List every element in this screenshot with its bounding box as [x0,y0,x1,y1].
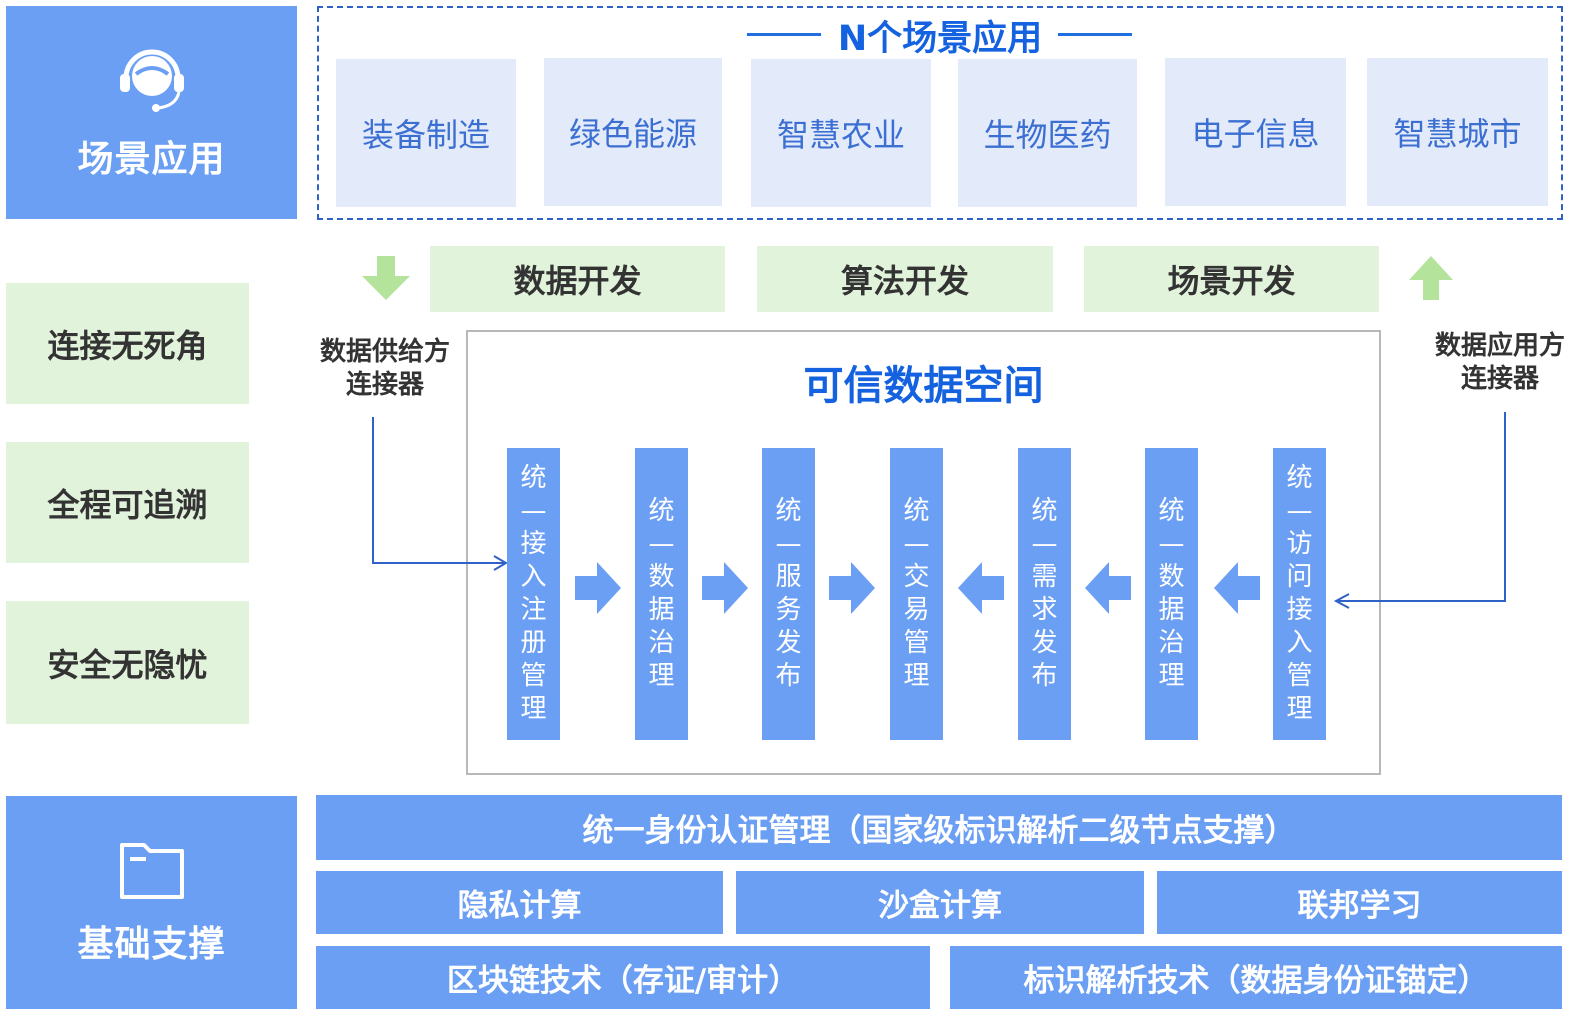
pillar-char: — [1031,529,1058,559]
pillar-char: — [903,529,930,559]
pillar-char: 册 [520,628,547,658]
pillar-char: 数 [1158,562,1185,592]
pillar-char: 发 [775,628,802,658]
base-support-panel: 基础支撑 [6,796,297,1009]
pillar-char: — [648,529,675,559]
trusted-space-title: 可信数据空间 [803,363,1044,409]
consumer-connector-label: 数据应用方 连接器 [1434,331,1565,394]
arrow-left-icon [958,562,1004,614]
pillar-char: 理 [1158,661,1185,691]
pillar-char: 注 [520,595,547,625]
scene-card: 绿色能源 [544,58,722,206]
headset-icon [119,49,184,112]
feature-tag: 全程可追溯 [6,442,249,563]
arrow-right-icon [829,562,875,614]
scene-application-panel: 场景应用 [6,6,297,219]
arrow-right-icon [702,562,748,614]
pillar-char: 理 [648,661,675,691]
pillar-char: 统 [648,496,675,526]
pillar-char: 理 [1286,694,1313,724]
federated-bar: 联邦学习 [1157,871,1562,934]
pillar-char: 管 [903,628,930,658]
pillar-char: 治 [648,628,675,658]
dev-tag-scene: 场景开发 [1084,246,1379,312]
pillar-char: — [520,496,547,526]
feature-tag: 连接无死角 [6,283,249,404]
pillar: 统—交易管理 [890,448,943,740]
pillar-char: 发 [1031,628,1058,658]
pillar-char: 入 [520,562,547,592]
title-line-right [1058,33,1132,36]
scenario-container [317,6,1563,220]
pillar-char: 务 [775,595,802,625]
blockchain-bar: 区块链技术（存证/审计） [316,946,930,1009]
provider-connector-label: 数据供给方 连接器 [319,337,450,400]
pillar: 统—需求发布 [1018,448,1071,740]
arrow-right-icon [575,562,621,614]
down-arrow-icon [362,256,410,300]
pillar-char: 交 [903,562,930,592]
feature-tag: 安全无隐忧 [6,601,249,724]
sandbox-bar: 沙盒计算 [736,871,1144,934]
up-arrow-icon [1409,256,1453,300]
pillar-char: — [775,529,802,559]
privacy-bar: 隐私计算 [316,871,723,934]
pillar-char: 求 [1031,595,1058,625]
folder-icon [119,842,184,899]
scene-card: 电子信息 [1165,58,1346,206]
pillar-char: 理 [903,661,930,691]
pillar-char: 统 [775,496,802,526]
pillar-char: 统 [903,496,930,526]
pillar-char: 入 [1286,628,1313,658]
pillar-char: 理 [520,694,547,724]
pillar: 统—服务发布 [762,448,815,740]
pillar-char: 接 [520,529,547,559]
scene-card: 生物医药 [958,59,1137,207]
scenario-title: N个场景应用 [837,18,1043,59]
dev-tag-algorithm: 算法开发 [757,246,1053,312]
pillar-char: 治 [1158,628,1185,658]
pillar-char: 统 [1158,496,1185,526]
pillar: 统—访问接入管理 [1273,448,1326,740]
base-panel-label: 基础支撑 [77,923,226,965]
pillar-char: 统 [520,463,547,493]
dev-tag-data: 数据开发 [430,246,725,312]
pillar-char: 管 [520,661,547,691]
pillar-char: 据 [648,595,675,625]
scene-card: 智慧城市 [1367,58,1548,206]
pillar-char: 需 [1031,562,1058,592]
arrow-left-icon [1214,562,1260,614]
pillar: 统—数据治理 [1145,448,1198,740]
pillar-char: 接 [1286,595,1313,625]
scene-panel-label: 场景应用 [77,138,226,180]
pillar-char: 统 [1286,463,1313,493]
pillar-char: 统 [1031,496,1058,526]
pillar-char: 布 [1031,661,1058,691]
identifier-bar: 标识解析技术（数据身份证锚定） [950,946,1562,1009]
pillar-char: — [1286,496,1313,526]
pillar-char: 易 [903,595,930,625]
pillar: 统—数据治理 [635,448,688,740]
pillar-char: — [1158,529,1185,559]
pillar-char: 布 [775,661,802,691]
arrow-left-icon [1085,562,1131,614]
pillar: 统—接入注册管理 [507,448,560,740]
pillar-char: 访 [1286,529,1313,559]
title-line-left [747,33,821,36]
scene-card: 智慧农业 [751,59,931,207]
pillar-char: 数 [648,562,675,592]
pillar-char: 据 [1158,595,1185,625]
pillar-char: 管 [1286,661,1313,691]
scene-card: 装备制造 [336,59,516,207]
identity-bar: 统一身份认证管理（国家级标识解析二级节点支撑） [316,795,1562,860]
pillar-char: 问 [1286,562,1313,592]
pillar-char: 服 [775,562,802,592]
